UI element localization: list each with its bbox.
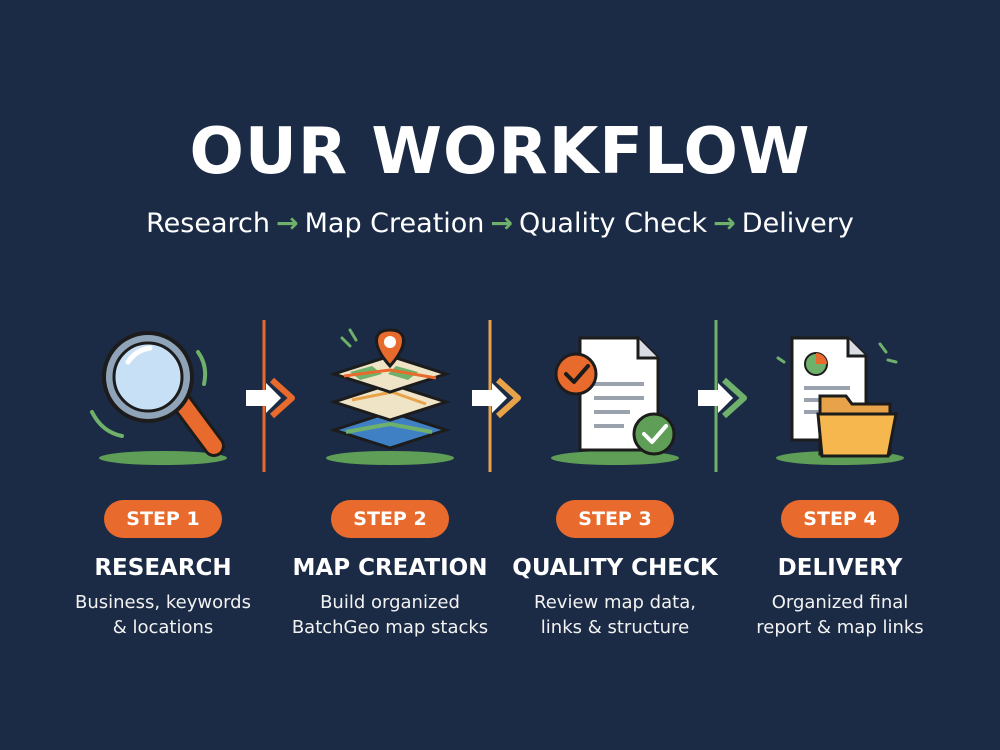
flow-item-delivery: Delivery bbox=[741, 208, 854, 239]
checked-document-icon bbox=[551, 336, 679, 465]
step-title: MAP CREATION bbox=[292, 555, 488, 581]
step-badge: STEP 3 bbox=[556, 500, 674, 538]
step-arrow-icon bbox=[472, 320, 521, 472]
flow-arrow-icon: → bbox=[490, 208, 514, 239]
magnifying-glass-icon bbox=[90, 331, 227, 465]
step-arrow-icon bbox=[246, 320, 295, 472]
step-description: Build organized BatchGeo map stacks bbox=[291, 592, 489, 638]
step-badge: STEP 1 bbox=[104, 500, 222, 538]
flow-item-quality-check: Quality Check bbox=[519, 208, 708, 239]
step-delivery: STEP 4 DELIVERY Organized final report &… bbox=[715, 500, 965, 640]
step-arrow-icon bbox=[698, 320, 747, 472]
step-badge: STEP 4 bbox=[781, 500, 899, 538]
page-title: OUR WORKFLOW bbox=[189, 115, 811, 189]
map-stack-icon bbox=[326, 328, 454, 465]
step-title: RESEARCH bbox=[94, 555, 232, 581]
flow-arrow-icon: → bbox=[275, 208, 299, 239]
step-title: DELIVERY bbox=[777, 555, 903, 581]
flow-arrow-icon: → bbox=[713, 208, 736, 239]
step-quality-check: STEP 3 QUALITY CHECK Review map data, li… bbox=[490, 500, 740, 640]
step-title: QUALITY CHECK bbox=[512, 555, 718, 581]
flow-item-research: Research bbox=[146, 208, 270, 239]
step-research: STEP 1 RESEARCH Business, keywords & loc… bbox=[38, 500, 288, 640]
step-description: Organized final report & map links bbox=[756, 592, 924, 638]
report-folder-icon bbox=[776, 336, 904, 465]
step-description: Review map data, links & structure bbox=[534, 592, 696, 638]
flow-item-map-creation: Map Creation bbox=[304, 208, 485, 239]
step-map-creation: STEP 2 MAP CREATION Build organized Batc… bbox=[265, 500, 515, 640]
step-badge: STEP 2 bbox=[331, 500, 449, 538]
workflow-summary: Research→Map Creation→Quality Check→Deli… bbox=[0, 204, 1000, 244]
step-description: Business, keywords & locations bbox=[75, 592, 251, 638]
workflow-illustrations bbox=[90, 320, 904, 472]
